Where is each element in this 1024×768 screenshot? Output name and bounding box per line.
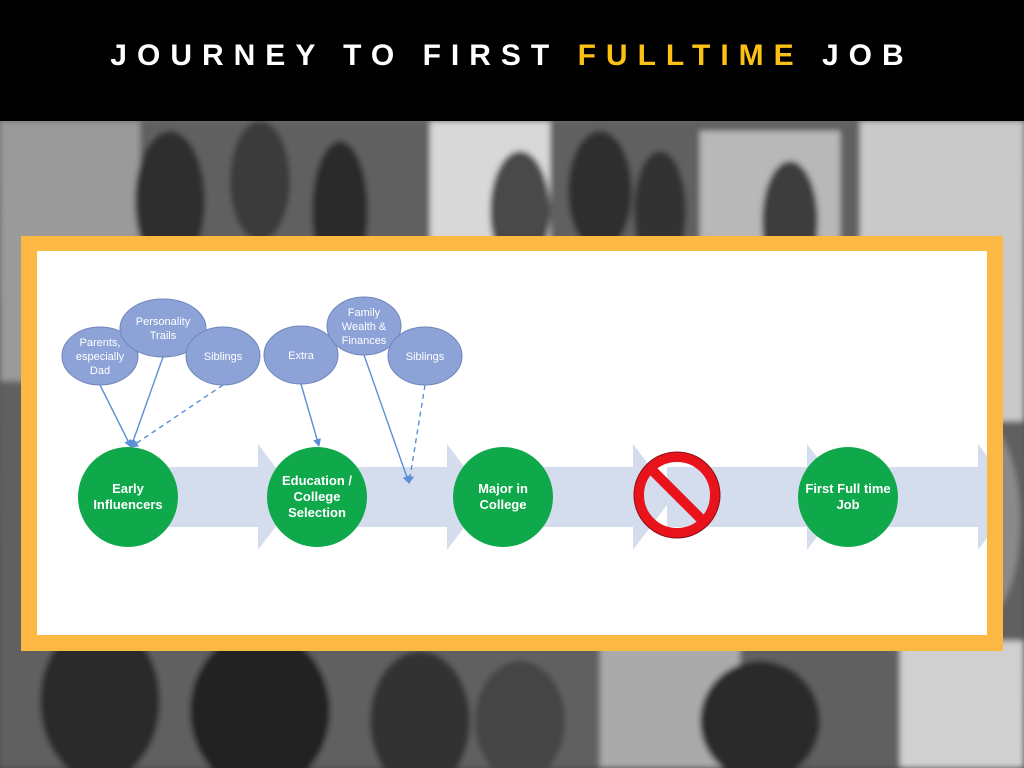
influence-label: Dad: [90, 365, 110, 377]
stage-label: Selection: [288, 505, 346, 520]
influence-bubble: Siblings: [185, 326, 261, 386]
stage-label: Influencers: [93, 497, 162, 512]
influence-label: Personality: [136, 316, 191, 328]
stage-circle: [78, 447, 178, 547]
stage-label: Education /: [282, 473, 352, 488]
title-highlight: FULLTIME: [577, 38, 804, 72]
stage-label: College: [480, 497, 527, 512]
influence-connector: [363, 354, 411, 484]
stage-label: First Full time: [805, 481, 890, 496]
influence-connector: [300, 383, 321, 447]
influence-label: Siblings: [406, 351, 445, 363]
influence-label: Finances: [342, 335, 387, 347]
influence-connector: [406, 384, 426, 484]
influence-label: Extra: [288, 350, 315, 362]
influence-bubble: Extra: [263, 325, 339, 385]
title-part-2: JOB: [803, 38, 914, 72]
influence-connector: [130, 384, 224, 448]
influence-label: Trails: [150, 330, 177, 342]
influence-connector: [129, 356, 164, 448]
influence-label: especially: [76, 351, 125, 363]
stage-circle: [798, 447, 898, 547]
stage-label: Early: [112, 481, 145, 496]
stage-label: College: [294, 489, 341, 504]
stage-label: Job: [836, 497, 859, 512]
influence-bubble: Siblings: [387, 326, 463, 386]
influence-label: Family: [348, 307, 381, 319]
stage-circle: [267, 447, 367, 547]
stage-label: Major in: [478, 481, 528, 496]
no-symbol-icon: [633, 451, 721, 539]
title-part-1: JOURNEY TO FIRST: [110, 38, 578, 72]
influence-label: Wealth &: [342, 321, 387, 333]
stage-circle: [453, 447, 553, 547]
influence-label: Siblings: [204, 351, 243, 363]
slide-title: JOURNEY TO FIRST FULLTIME JOB: [110, 39, 913, 73]
title-bar: JOURNEY TO FIRST FULLTIME JOB: [0, 0, 1024, 121]
influence-connector: [99, 384, 132, 448]
influence-label: Parents,: [80, 337, 121, 349]
